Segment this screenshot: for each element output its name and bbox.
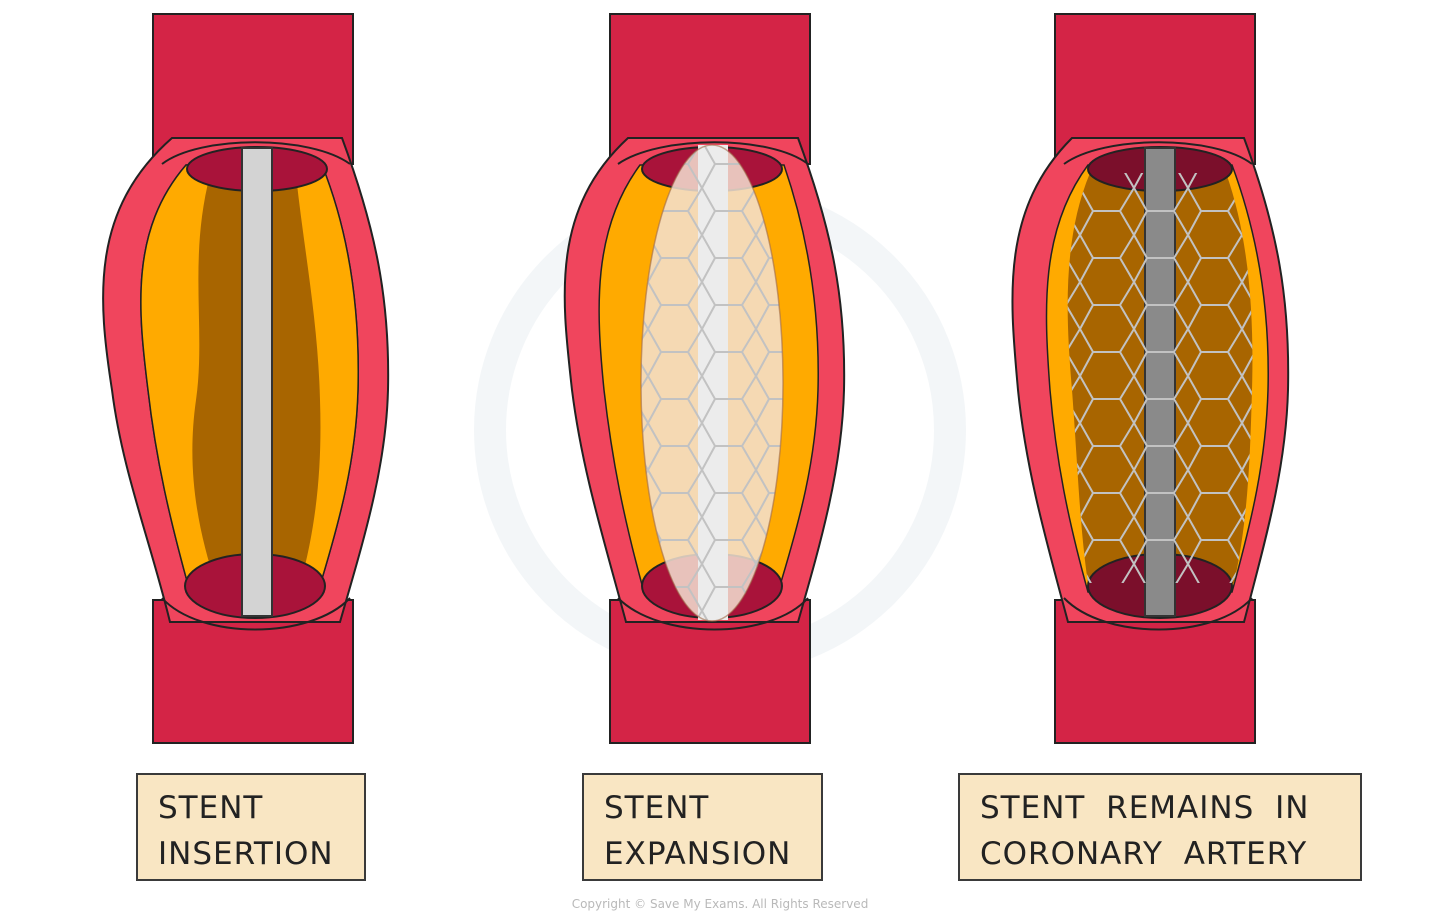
label-line-2: CORONARY ARTERY xyxy=(980,836,1308,872)
label-line-1: STENT xyxy=(158,790,264,826)
balloon-stent xyxy=(640,144,784,622)
label-line-2: EXPANSION xyxy=(604,836,792,872)
label-stent-remains: STENT REMAINS IN CORONARY ARTERY xyxy=(958,773,1362,881)
guide-wire xyxy=(241,147,273,617)
label-line-2: INSERTION xyxy=(158,836,334,872)
panel-stent-expansion xyxy=(563,13,846,744)
label-line-1: STENT REMAINS IN xyxy=(980,790,1310,826)
label-line-1: STENT xyxy=(604,790,710,826)
panel-stent-insertion xyxy=(102,13,390,744)
stent-mesh xyxy=(1067,173,1253,583)
copyright-notice: Copyright © Save My Exams. All Rights Re… xyxy=(571,897,869,911)
panel-stent-remains xyxy=(1011,13,1290,744)
label-stent-expansion: STENT EXPANSION xyxy=(582,773,823,881)
label-stent-insertion: STENT INSERTION xyxy=(136,773,366,881)
